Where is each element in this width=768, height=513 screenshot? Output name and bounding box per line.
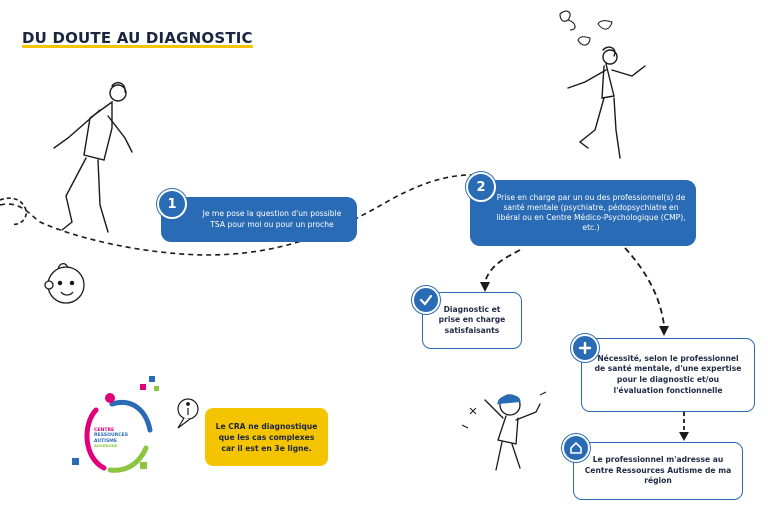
cra-logo-text: CENTRE RESSOURCES AUTISME AUVERGNE [94, 428, 128, 448]
logo-line-2: RESSOURCES [94, 433, 129, 439]
walking-person-illustration [53, 81, 133, 233]
leaf-icon [577, 20, 613, 46]
baby-face-illustration [44, 262, 85, 304]
step-2-text: Prise en charge par un ou des profession… [496, 192, 686, 233]
dashed-branch-expertise [624, 247, 665, 326]
outcome-satisfied-card: Diagnostic et prise en charge satisfaisa… [422, 292, 522, 349]
step-1-badge: 1 [157, 189, 187, 219]
dashed-branch-satisfied [484, 249, 521, 283]
outcome-satisfied-text: Diagnostic et prise en charge satisfaisa… [438, 304, 506, 335]
step-2-number: 2 [476, 179, 486, 195]
outcome-referral-text: Le professionnel m'adresse au Centre Res… [584, 455, 732, 486]
cra-info-text: Le CRA ne diagnostique que les cas compl… [215, 421, 318, 453]
info-speech-icon [177, 398, 199, 429]
page-title: DU DOUTE AU DIAGNOSTIC [22, 29, 253, 47]
cra-logo-graphic [72, 376, 159, 473]
step-2-card: Prise en charge par un ou des profession… [470, 180, 696, 246]
logo-line-4: AUVERGNE [94, 442, 118, 448]
house-icon [562, 434, 590, 462]
plus-icon [571, 334, 599, 362]
dashed-path [0, 174, 491, 256]
dashed-path-left [0, 197, 28, 226]
sparkle-marks [461, 391, 547, 429]
check-icon [412, 286, 440, 314]
logo-line-1: CENTRE [94, 428, 115, 433]
child-jumping-illustration [484, 394, 541, 471]
butterfly-icon [559, 10, 576, 31]
outcome-expertise-card: Nécessité, selon le professionnel de san… [581, 338, 755, 412]
logo-line-3: AUTISME [94, 438, 118, 444]
outcome-expertise-text: Nécessité, selon le professionnel de san… [594, 353, 742, 395]
step-2-badge: 2 [466, 172, 496, 202]
outcome-referral-card: Le professionnel m'adresse au Centre Res… [573, 442, 743, 500]
cra-info-note: Le CRA ne diagnostique que les cas compl… [205, 408, 328, 466]
step-1-number: 1 [167, 196, 177, 212]
woman-walking-illustration [567, 46, 646, 159]
step-1-text: Je me pose la question d'un possible TSA… [202, 209, 342, 229]
step-1-card: Je me pose la question d'un possible TSA… [161, 197, 357, 242]
